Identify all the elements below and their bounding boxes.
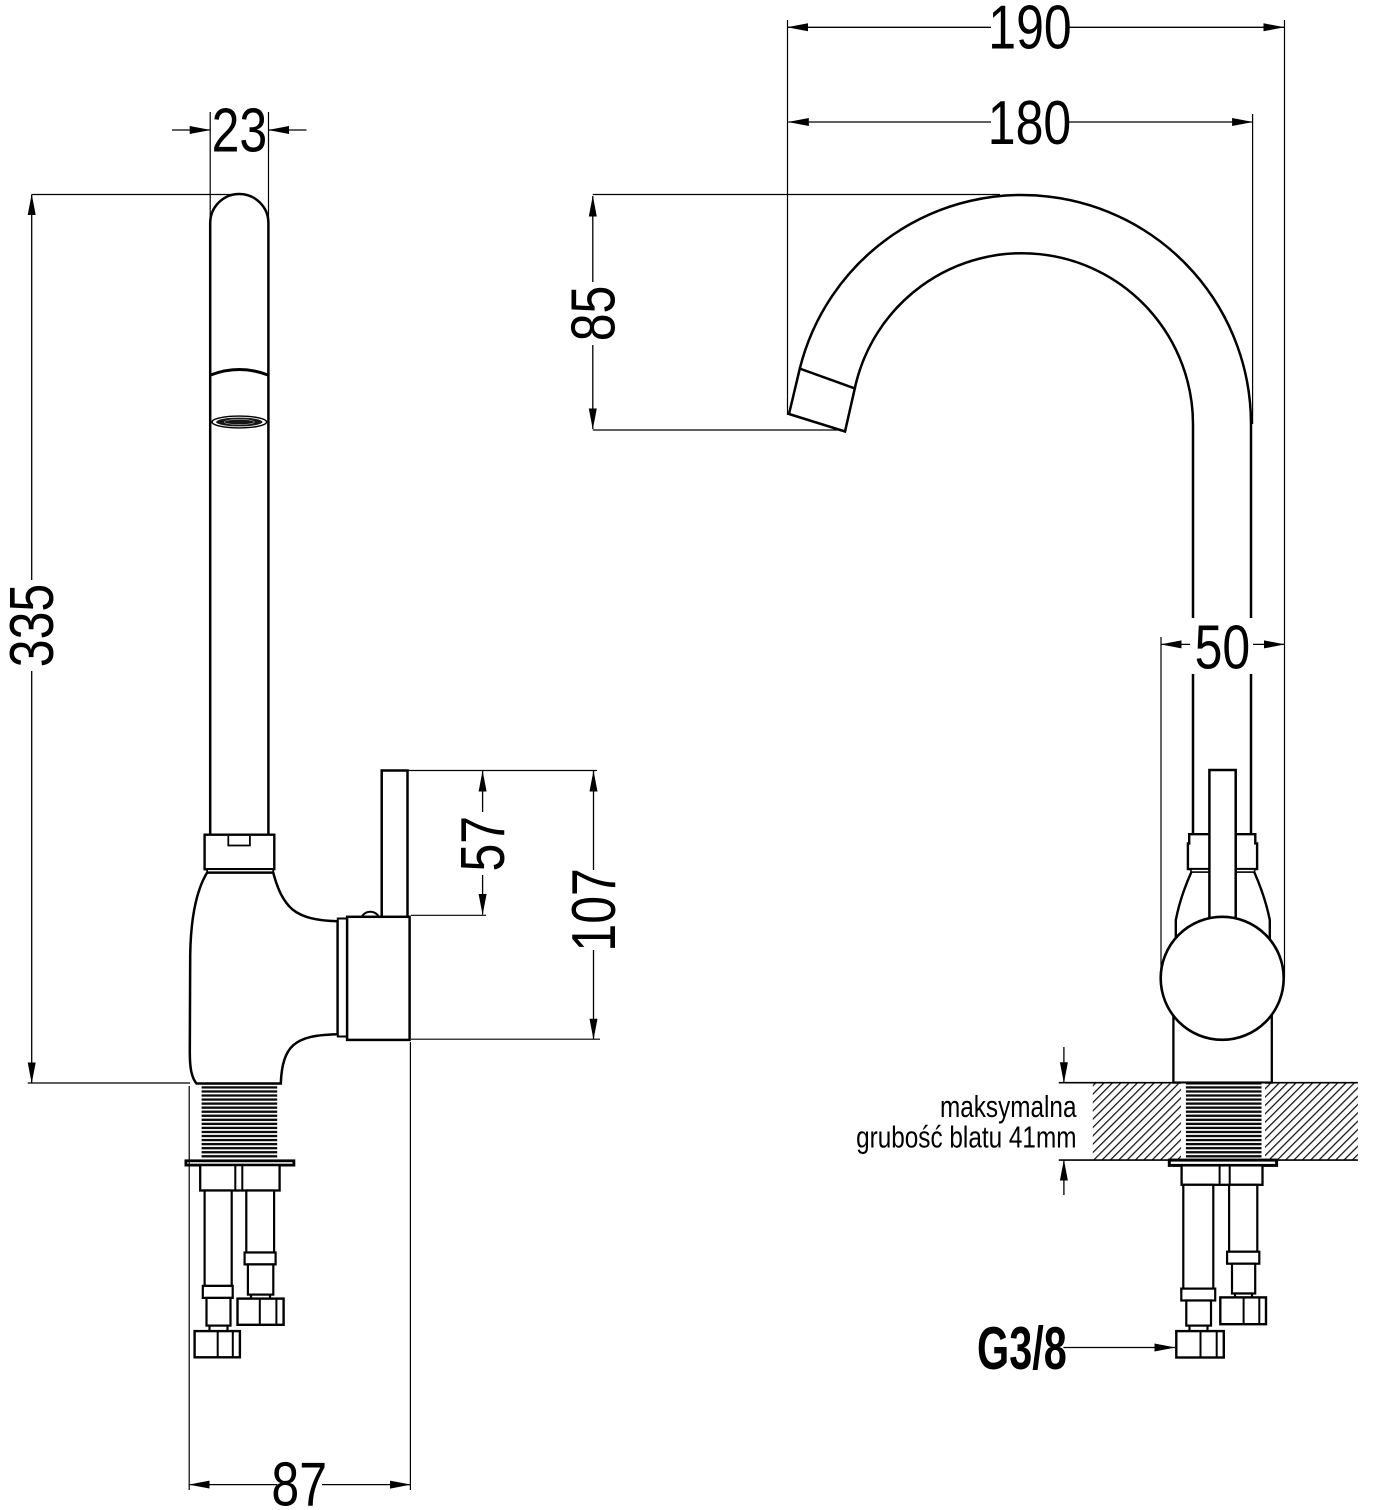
svg-text:23: 23	[212, 95, 268, 165]
svg-text:50: 50	[1195, 612, 1251, 682]
svg-text:180: 180	[988, 87, 1071, 157]
svg-text:grubość blatu 41mm: grubość blatu 41mm	[856, 1119, 1076, 1153]
svg-text:maksymalna: maksymalna	[940, 1089, 1077, 1123]
svg-text:107: 107	[559, 868, 629, 951]
svg-text:57: 57	[448, 816, 518, 872]
svg-text:87: 87	[271, 1449, 327, 1510]
svg-text:335: 335	[0, 584, 66, 667]
svg-text:G3/8: G3/8	[977, 1314, 1067, 1382]
svg-text:85: 85	[558, 286, 628, 342]
svg-text:190: 190	[988, 0, 1071, 62]
